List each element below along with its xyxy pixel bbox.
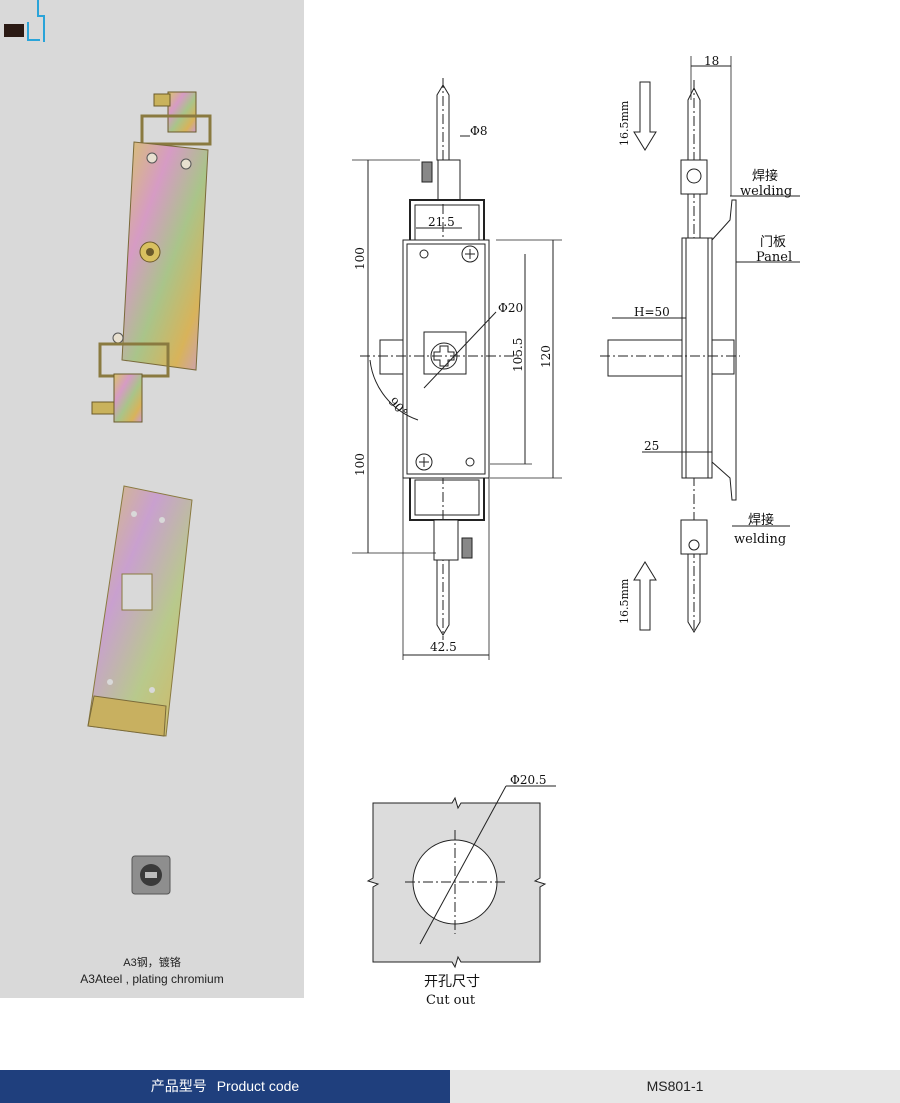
front-view — [352, 78, 562, 660]
material-cn: A3钢，镀铬 — [123, 957, 181, 969]
product-code-label: 产品型号 Product code — [0, 1070, 450, 1103]
product-model: MS801-1 — [450, 1070, 900, 1103]
dim-cam-diameter: Φ20 — [498, 301, 523, 315]
dim-stroke-top: 16.5mm — [618, 100, 631, 146]
dim-body-outer: 120 — [539, 345, 553, 368]
label-panel-cn: 门板 — [760, 235, 786, 250]
dim-stroke-bottom: 16.5mm — [618, 578, 631, 624]
label-panel-en: Panel — [756, 250, 792, 265]
lock-body-photo — [91, 91, 212, 423]
dim-overall-upper: 100 — [353, 247, 367, 270]
label-cutout-cn: 开孔尺寸 — [424, 974, 480, 990]
label-welding-bottom-cn: 焊接 — [748, 512, 774, 528]
dim-body-inner: 105.5 — [511, 338, 525, 372]
dim-cutout-diameter: Φ20.5 — [510, 773, 547, 787]
material-en: A3Ateel , plating chromium — [80, 972, 224, 986]
dim-depth: 25 — [644, 439, 659, 453]
product-code-cn: 产品型号 — [150, 1078, 207, 1094]
material-note: A3钢，镀铬 A3Ateel , plating chromium — [0, 955, 304, 987]
label-welding-bottom-en: welding — [734, 532, 786, 547]
technical-drawing: Φ8 21.5 Φ20 100 100 105.5 120 90° 42.5 1… — [352, 54, 800, 1008]
dim-hole-spacing: 21.5 — [428, 215, 455, 229]
label-cutout-en: Cut out — [426, 993, 476, 1008]
label-welding-top-en: welding — [740, 184, 792, 199]
dim-shaft-diameter: Φ8 — [470, 124, 487, 138]
side-view — [600, 56, 800, 633]
cutout-view — [366, 785, 556, 969]
dim-overall-lower: 100 — [353, 453, 367, 476]
product-photo-panel: A3钢，镀铬 A3Ateel , plating chromium — [0, 0, 304, 998]
dim-side-top-width: 18 — [704, 54, 719, 68]
cam-part-photo — [131, 855, 171, 895]
dim-body-width: 42.5 — [430, 640, 457, 654]
product-code-en: Product code — [216, 1078, 300, 1094]
dim-handle-height: H=50 — [634, 305, 670, 319]
label-welding-top-cn: 焊接 — [752, 168, 778, 184]
corner-logo-mark — [4, 0, 45, 42]
mounting-plate-photo — [87, 485, 193, 737]
